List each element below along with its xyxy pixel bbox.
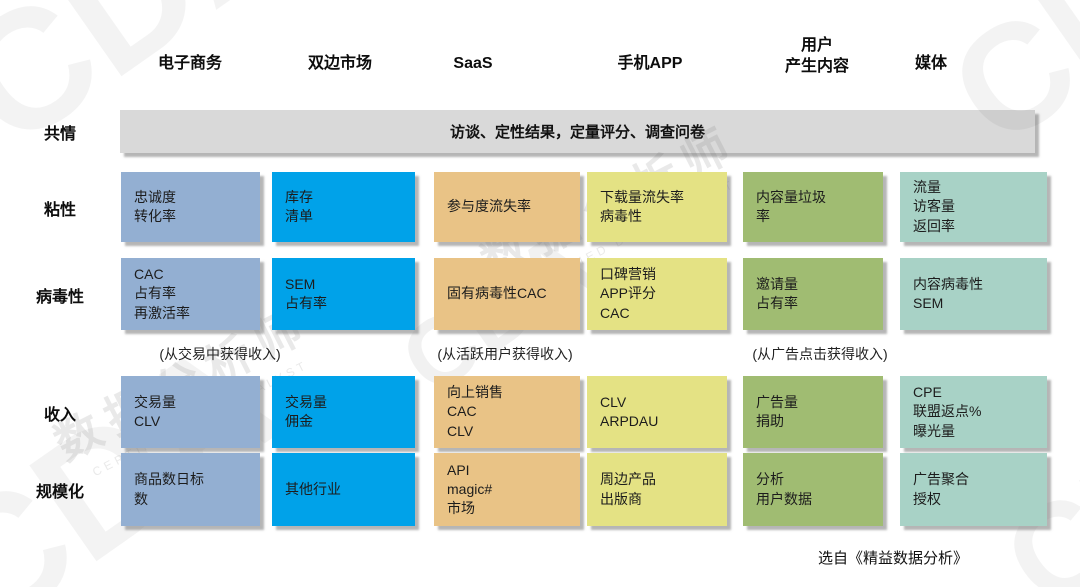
metric-card: 交易量 CLV — [121, 376, 260, 448]
metric-card: 内容病毒性 SEM — [900, 258, 1047, 330]
stage-label-4: 收入 — [43, 407, 76, 424]
metric-card: 向上销售 CAC CLV — [434, 376, 580, 448]
column-header-4: 手机APP — [617, 55, 683, 72]
metric-card: API magic# 市场 — [434, 453, 580, 526]
metric-card: 固有病毒性CAC — [434, 258, 580, 330]
column-header-3: SaaS — [453, 55, 493, 72]
column-header-6: 媒体 — [914, 55, 947, 72]
column-header-1: 电子商务 — [157, 55, 222, 72]
column-header-2: 双边市场 — [307, 55, 372, 72]
metric-card: 口碑营销 APP评分 CAC — [587, 258, 727, 330]
metric-card: SEM 占有率 — [272, 258, 415, 330]
metric-card: 流量 访客量 返回率 — [900, 172, 1047, 242]
metric-card: 其他行业 — [272, 453, 415, 526]
column-header-5: 用户 产生内容 — [784, 37, 849, 75]
revenue-note-ad-clicks: (从广告点击获得收入) — [752, 346, 888, 362]
revenue-note-transactions: (从交易中获得收入) — [159, 346, 281, 362]
metric-card: 下载量流失率 病毒性 — [587, 172, 727, 242]
metric-card: 周边产品 出版商 — [587, 453, 727, 526]
metric-card: CAC 占有率 再激活率 — [121, 258, 260, 330]
metric-card: 忠诚度 转化率 — [121, 172, 260, 242]
metric-card: CLV ARPDAU — [587, 376, 727, 448]
metric-card: 内容量垃圾 率 — [743, 172, 883, 242]
empathy-bar: 访谈、定性结果，定量评分、调查问卷 — [120, 110, 1035, 153]
stage-label-2: 粘性 — [43, 202, 76, 219]
metric-card: CPE 联盟返点% 曝光量 — [900, 376, 1047, 448]
empathy-bar-text: 访谈、定性结果，定量评分、调查问卷 — [449, 124, 705, 141]
stage-label-3: 病毒性 — [35, 289, 84, 306]
metric-card: 参与度流失率 — [434, 172, 580, 242]
metric-card: 商品数日标 数 — [121, 453, 260, 526]
metric-card: 分析 用户数据 — [743, 453, 883, 526]
source-note: 选自《精益数据分析》 — [817, 550, 969, 567]
stage-label-5: 规模化 — [35, 484, 84, 501]
metric-card: 库存 清单 — [272, 172, 415, 242]
revenue-note-active-users: (从活跃用户获得收入) — [437, 346, 573, 362]
metric-card: 广告聚合 授权 — [900, 453, 1047, 526]
metric-card: 交易量 佣金 — [272, 376, 415, 448]
stage-label-1: 共情 — [43, 126, 76, 143]
metric-card: 邀请量 占有率 — [743, 258, 883, 330]
metric-card: 广告量 捐助 — [743, 376, 883, 448]
